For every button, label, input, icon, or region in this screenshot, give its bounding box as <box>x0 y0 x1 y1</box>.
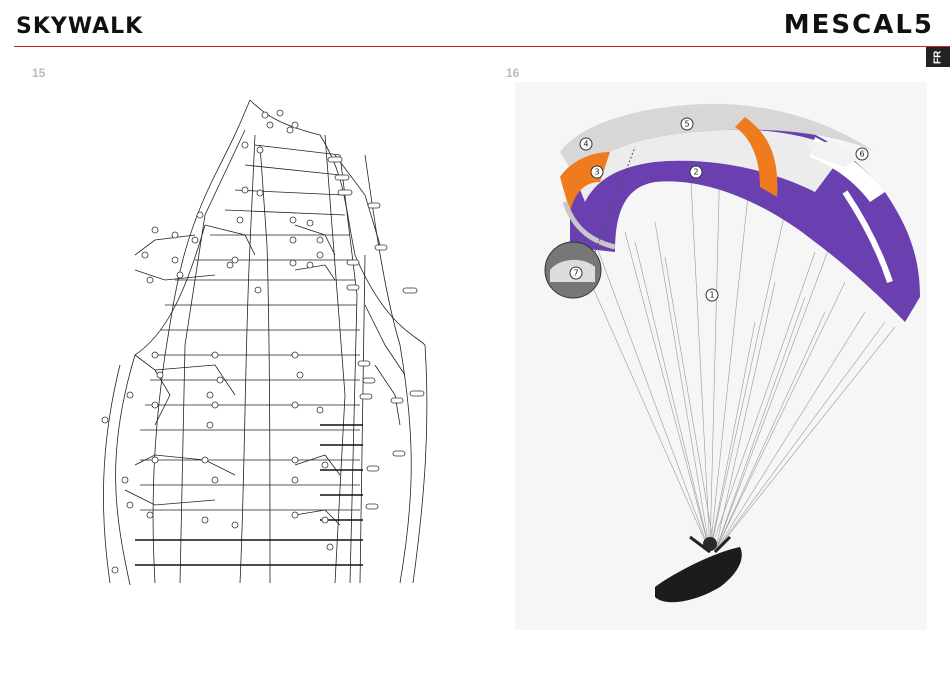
callout-3: 3 <box>591 166 603 178</box>
mescal5-logo: MESCAL5 <box>784 10 934 40</box>
svg-text:7: 7 <box>573 269 578 278</box>
skywalk-logo: SKYWALK <box>16 14 143 39</box>
svg-text:1: 1 <box>709 291 714 300</box>
paraglider-illustration: 1 2 3 4 5 6 7 <box>515 82 927 630</box>
callout-5: 5 <box>681 118 693 130</box>
svg-text:2: 2 <box>693 168 698 177</box>
callout-4: 4 <box>580 138 592 150</box>
language-tab: FR <box>926 47 950 67</box>
svg-text:4: 4 <box>583 140 588 149</box>
figure-16-number: 16 <box>506 66 519 80</box>
callout-2: 2 <box>690 166 702 178</box>
line-plan-diagram <box>95 95 440 585</box>
svg-text:3: 3 <box>594 168 599 177</box>
svg-text:6: 6 <box>859 150 864 159</box>
callout-1: 1 <box>706 289 718 301</box>
figure-15-number: 15 <box>32 66 45 80</box>
header-divider <box>14 46 950 47</box>
callout-7: 7 <box>570 267 582 279</box>
callout-6: 6 <box>856 148 868 160</box>
svg-text:5: 5 <box>684 120 689 129</box>
